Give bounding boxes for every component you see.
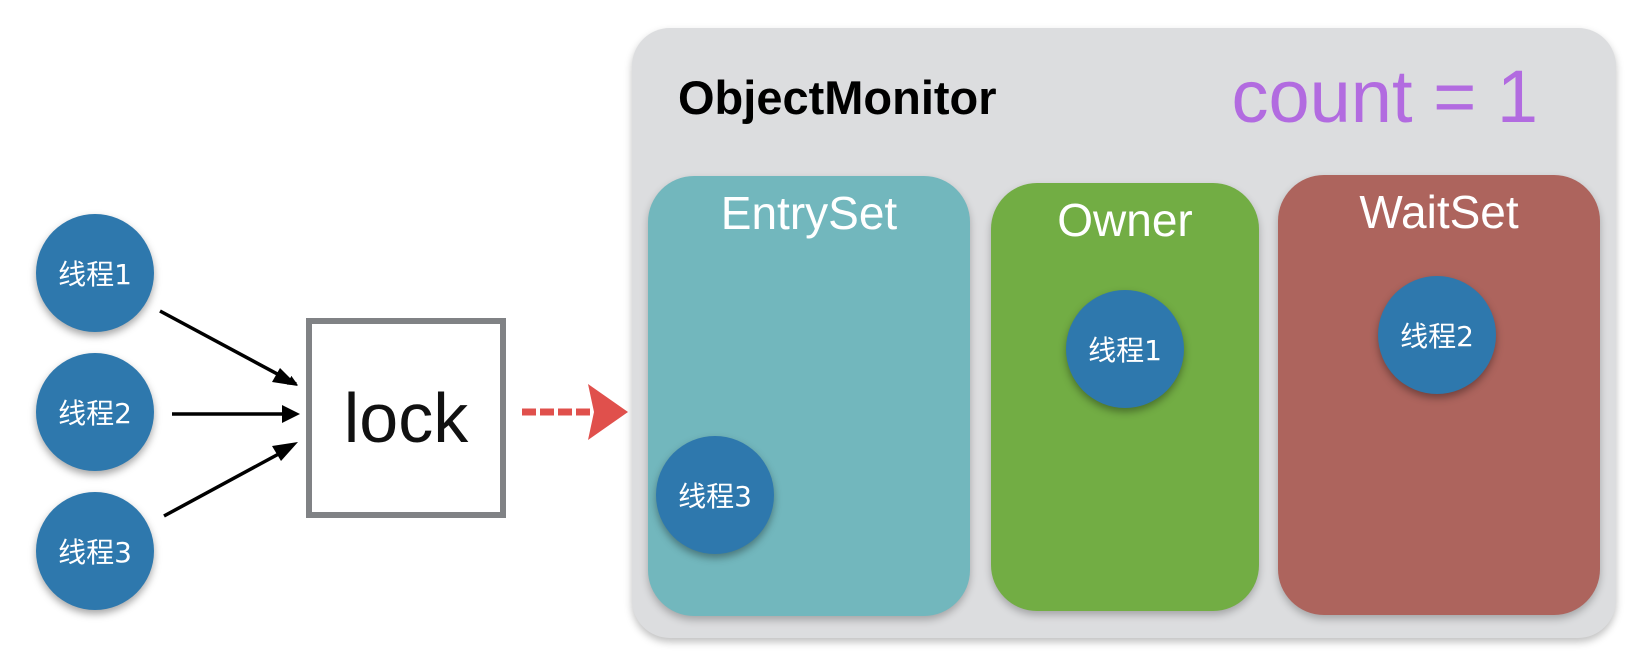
entry-set-title: EntrySet (720, 187, 898, 239)
owner-thread-label: 线程1 (1088, 334, 1162, 367)
arrow-thread1-to-lock (159, 309, 298, 386)
owner-box: Owner 线程1 (991, 183, 1259, 611)
thread-2-circle: 线程2 (36, 353, 154, 471)
arrow-thread3-to-lock (163, 448, 287, 518)
entry-set-box: EntrySet 线程3 (648, 176, 970, 616)
object-monitor-panel: ObjectMonitor count = 1 EntrySet 线程3 Own… (632, 28, 1616, 638)
thread-1-label: 线程1 (58, 258, 132, 291)
lock-label: lock (343, 379, 469, 457)
arrowhead-thread3 (272, 442, 298, 461)
arrowhead-thread1 (272, 368, 298, 386)
thread-1-circle: 线程1 (36, 214, 154, 332)
wait-set-title: WaitSet (1359, 186, 1519, 238)
owner-thread-circle: 线程1 (1066, 290, 1184, 408)
transition-arrow-head (588, 384, 628, 440)
thread-2-label: 线程2 (58, 397, 132, 430)
entry-set-thread-label: 线程3 (678, 480, 752, 513)
owner-title: Owner (1057, 194, 1193, 246)
arrowhead-thread2 (282, 405, 300, 423)
wait-set-box: WaitSet 线程2 (1278, 175, 1600, 615)
wait-set-thread-label: 线程2 (1400, 320, 1474, 353)
thread-3-circle: 线程3 (36, 492, 154, 610)
entry-set-thread-circle: 线程3 (656, 436, 774, 554)
object-monitor-title: ObjectMonitor (678, 71, 997, 124)
count-label: count = 1 (1231, 55, 1538, 138)
lock-box: lock (306, 318, 506, 518)
thread-3-label: 线程3 (58, 536, 132, 569)
wait-set-thread-circle: 线程2 (1378, 276, 1496, 394)
